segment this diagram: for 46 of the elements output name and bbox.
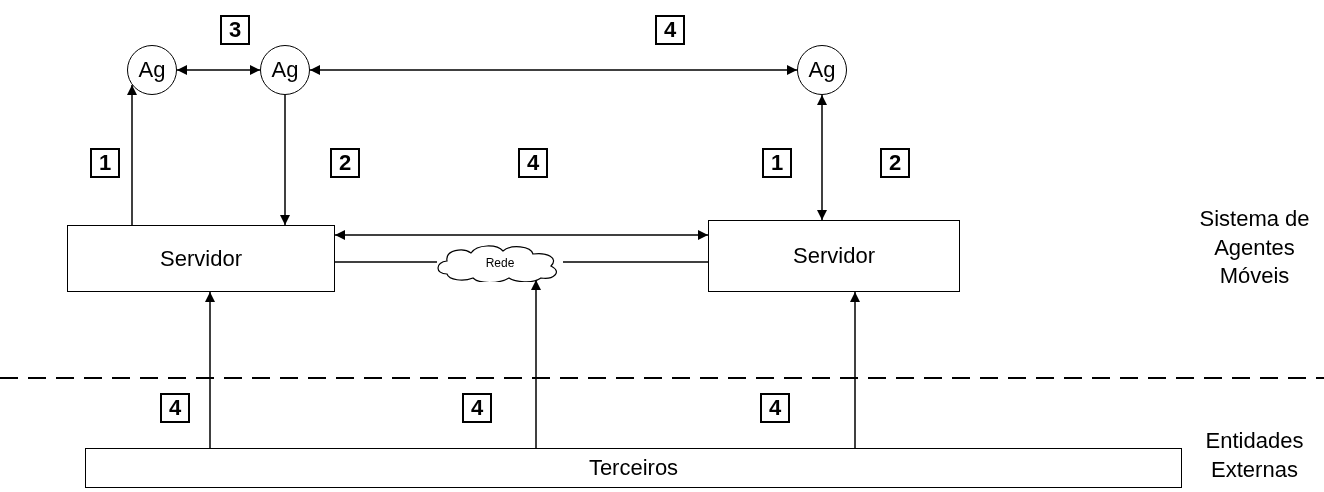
step-number: 1 [770, 150, 784, 176]
node-label: Terceiros [588, 455, 679, 481]
arrow [850, 291, 860, 449]
process-box [85, 448, 1182, 488]
step-number: 4 [663, 17, 677, 43]
node-label: Ag [138, 57, 166, 83]
process-box [708, 220, 960, 292]
arrow [309, 65, 798, 75]
arrow [127, 84, 137, 226]
arrow [205, 291, 215, 449]
node-label: Rede [485, 256, 515, 270]
arrow [531, 279, 541, 449]
arrow [176, 65, 261, 75]
number-box [762, 148, 792, 178]
node-label: Ag [808, 57, 836, 83]
number-box [518, 148, 548, 178]
number-box [880, 148, 910, 178]
connector-line [562, 261, 709, 263]
number-box [90, 148, 120, 178]
process-box [67, 225, 335, 292]
arrow [280, 94, 290, 226]
step-number: 4 [168, 395, 182, 421]
node-label: Servidor [160, 245, 242, 272]
step-number: 3 [228, 17, 242, 43]
layer-label: Entidades Externas [1204, 427, 1305, 484]
node-label: Ag [271, 57, 299, 83]
step-number: 4 [768, 395, 782, 421]
number-box [462, 393, 492, 423]
node-label: Servidor [793, 243, 875, 269]
step-number: 2 [888, 150, 902, 176]
agent-circle [260, 45, 310, 95]
layer-label: Sistema de Agentes Móveis [1198, 205, 1311, 291]
arrow [334, 230, 709, 240]
agent-circle [797, 45, 847, 95]
step-number: 2 [338, 150, 352, 176]
agent-circle [127, 45, 177, 95]
number-box [655, 15, 685, 45]
number-box [330, 148, 360, 178]
arrow [817, 94, 827, 221]
connector-line [334, 261, 438, 263]
step-number: 4 [526, 150, 540, 176]
number-box [760, 393, 790, 423]
step-number: 1 [98, 150, 112, 176]
number-box [220, 15, 250, 45]
step-number: 4 [470, 395, 484, 421]
number-box [160, 393, 190, 423]
